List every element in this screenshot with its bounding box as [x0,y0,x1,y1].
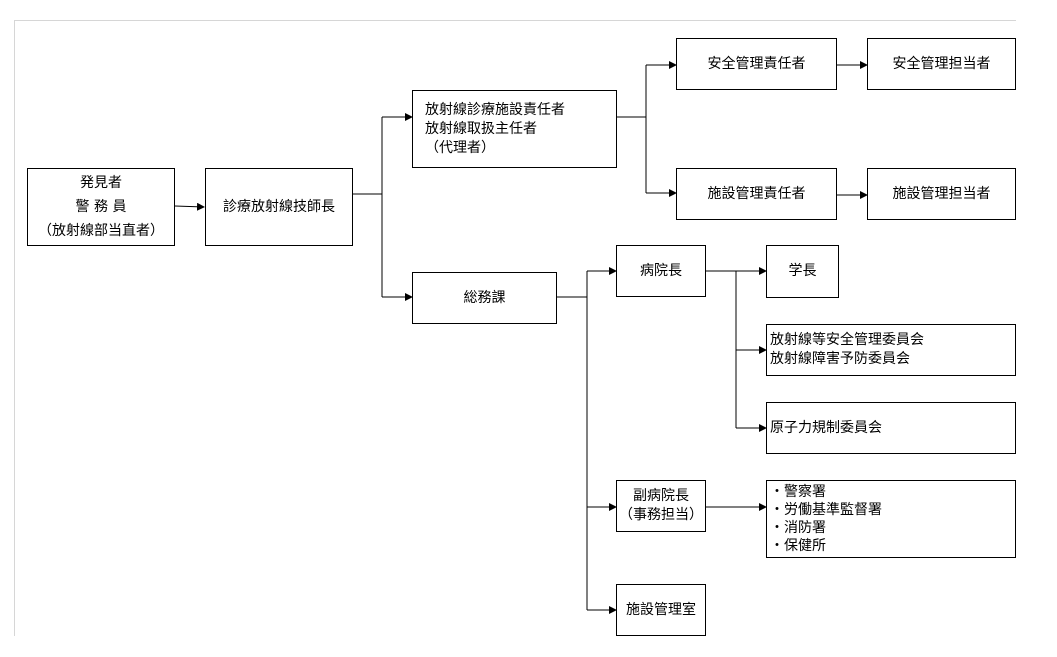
chief-technologist-label: 診療放射線技師長 [223,198,335,215]
general-affairs-box: 総務課 [412,272,557,324]
discoverer-box: 発見者 警 務 員 （放射線部当直者） [27,168,175,246]
frame-left-border [14,20,15,636]
president-label: 学長 [788,263,817,279]
nuclear-committee-box: 原子力規制委員会 [766,402,1016,454]
authority-item: ・警察署 [770,484,826,500]
discoverer-line3: （放射線部当直者） [38,223,164,239]
hospital-director-label: 病院長 [640,262,682,279]
authority-item: ・保健所 [770,538,826,554]
facility-manager-line3: （代理者） [425,139,495,156]
facility-office-box: 施設管理室 [616,584,706,636]
frame-top-border [14,20,1016,21]
facility-manager-line2: 放射線取扱主任者 [425,120,537,137]
safety-officer-label: 安全管理担当者 [892,55,991,72]
nuclear-committee-label: 原子力規制委員会 [770,419,882,436]
safety-officer-box: 安全管理担当者 [867,38,1016,90]
facility-mgr-resp-label: 施設管理責任者 [707,185,806,202]
committee1-line2: 放射線障害予防委員会 [770,351,910,367]
vice-director-line2: （事務担当） [619,507,703,523]
hospital-director-box: 病院長 [616,245,706,297]
authorities-box: ・警察署 ・労働基準監督署 ・消防署 ・保健所 [766,480,1016,558]
authority-item: ・労働基準監督署 [770,502,882,518]
general-affairs-label: 総務課 [463,289,506,306]
vice-director-box: 副病院長 （事務担当） [616,480,706,532]
safety-manager-box: 安全管理責任者 [676,38,837,90]
vice-director-line1: 副病院長 [633,488,689,504]
facility-mgr-officer-label: 施設管理担当者 [892,185,991,202]
committee1-line1: 放射線等安全管理委員会 [770,332,924,348]
facility-manager-box: 放射線診療施設責任者 放射線取扱主任者 （代理者） [412,90,617,168]
safety-manager-label: 安全管理責任者 [707,55,806,72]
arrow-discoverer-to-chief [174,202,205,211]
discoverer-line1: 発見者 [80,175,122,191]
facility-office-label: 施設管理室 [626,601,696,618]
chief-technologist-box: 診療放射線技師長 [205,168,353,246]
discoverer-line2: 警 務 員 [75,199,127,215]
authority-item: ・消防署 [770,520,826,536]
facility-mgr-officer-box: 施設管理担当者 [867,168,1016,220]
president-box: 学長 [766,245,839,298]
facility-mgr-resp-box: 施設管理責任者 [676,168,837,220]
facility-manager-line1: 放射線診療施設責任者 [425,101,565,118]
committee1-box: 放射線等安全管理委員会 放射線障害予防委員会 [766,324,1016,376]
